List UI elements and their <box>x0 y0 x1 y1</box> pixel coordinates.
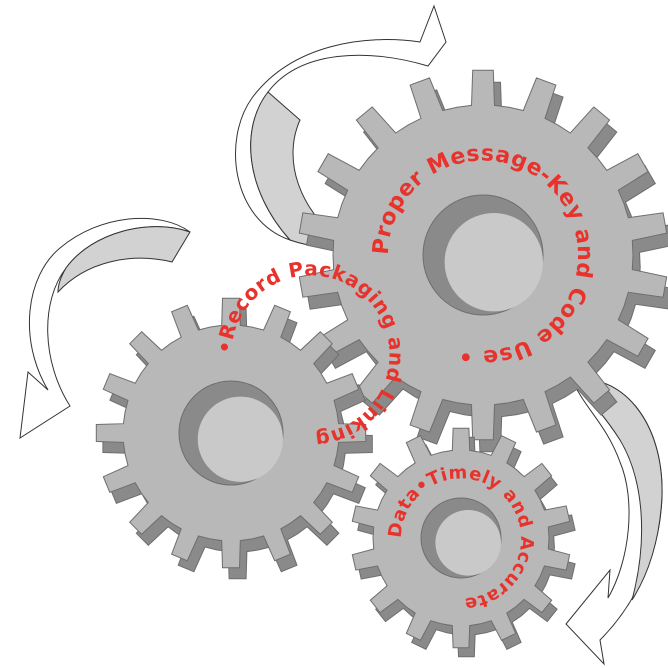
gear-hole-inner <box>445 213 543 311</box>
gear-hole-inner <box>198 397 283 482</box>
curved-arrow-icon <box>566 379 662 664</box>
gear-bottom: Data•Timely and Accurate <box>352 428 575 656</box>
gear-hole-inner <box>435 510 501 576</box>
